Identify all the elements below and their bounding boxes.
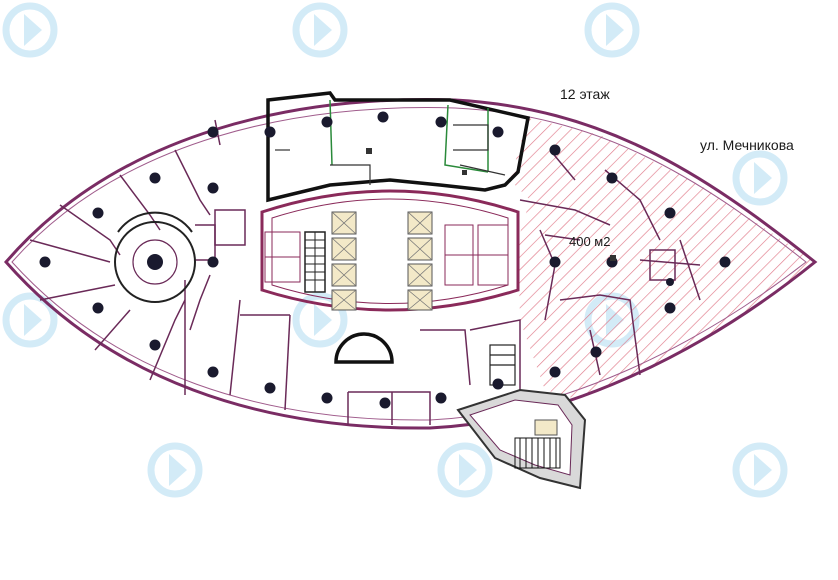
elevator-icon	[331, 211, 433, 311]
round-hall	[114, 211, 196, 303]
building-outline	[4, 98, 818, 430]
service-room	[489, 344, 516, 386]
column-icon	[39, 111, 731, 409]
top-office-block	[266, 91, 531, 203]
rented-area	[510, 118, 815, 400]
stair-icon	[304, 231, 326, 293]
area-label: 400 м2	[569, 234, 611, 249]
lobby-arch	[334, 332, 394, 364]
core	[260, 189, 520, 312]
street-label: ул. Мечникова	[700, 137, 794, 153]
floor-label: 12 этаж	[560, 86, 610, 102]
stair-wing	[456, 388, 587, 490]
partitions	[29, 119, 701, 425]
